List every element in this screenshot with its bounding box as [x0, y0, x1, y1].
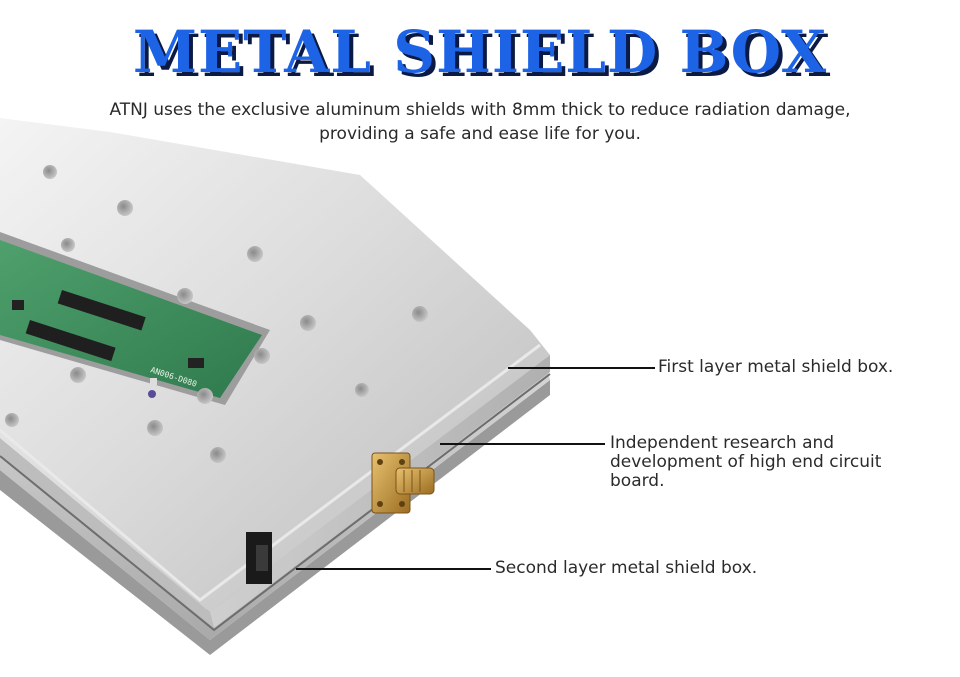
subtitle-line-1: ATNJ uses the exclusive aluminum shields… [109, 100, 851, 120]
dc-port [246, 532, 272, 584]
subtitle-line-2: providing a safe and ease life for you. [319, 124, 641, 144]
callout-second-layer: Second layer metal shield box. [495, 558, 758, 578]
callout-circuit-line-2: development of high end circuit [610, 452, 882, 472]
subtitle: ATNJ uses the exclusive aluminum shields… [60, 98, 900, 146]
callout-first-layer: First layer metal shield box. [658, 357, 894, 377]
callout-circuit-line-1: Independent research and [610, 433, 835, 453]
callout-circuit-line-3: board. [610, 471, 665, 491]
circuit-board: AN006-D080 [0, 232, 270, 405]
mounting-holes [5, 165, 428, 463]
callout-circuit-board: Independent research and development of … [610, 434, 881, 491]
callout-lines [296, 367, 655, 570]
sma-connector [371, 452, 435, 514]
page-title: METAL SHIELD BOX [132, 18, 828, 86]
